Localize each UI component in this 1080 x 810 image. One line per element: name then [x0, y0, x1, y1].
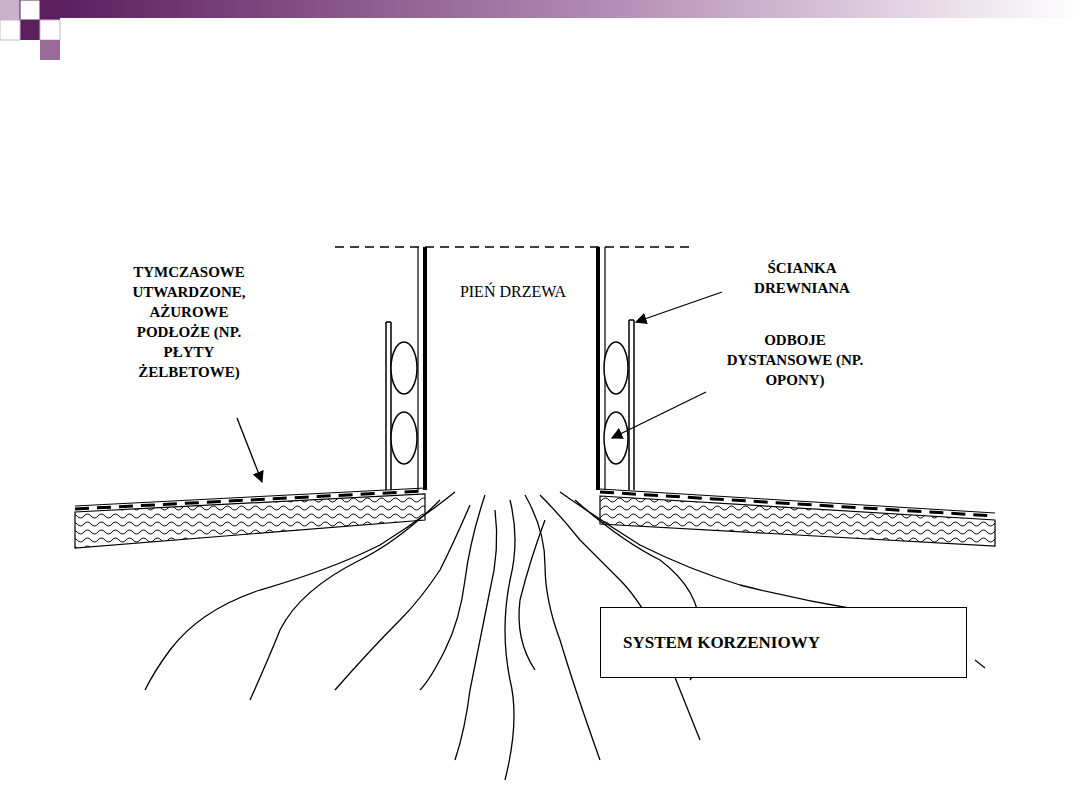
header-bar — [0, 0, 1080, 60]
paved-ground-right — [600, 489, 995, 546]
cut-line — [335, 246, 690, 248]
callout-label: ŚCIANKA DREWNIANA — [722, 258, 882, 298]
trunk-region: PIEŃ DRZEWA — [432, 272, 594, 312]
label-box: SYSTEM KORZENIOWY — [600, 607, 967, 678]
callout-label: TYMCZASOWE UTWARDZONE, AŻUROWE PODŁOŻE (… — [118, 262, 260, 382]
paved-ground-left — [75, 488, 425, 548]
leader-arrows — [237, 292, 722, 482]
tyre-bumpers — [391, 342, 628, 464]
box-label: SYSTEM KORZENIOWY — [623, 633, 944, 653]
trunk-outline — [418, 247, 605, 490]
wooden-wall — [386, 320, 634, 490]
trunk-label: PIEŃ DRZEWA — [436, 283, 590, 301]
root-system — [145, 492, 985, 780]
callout-label: ODBOJE DYSTANSOWE (NP. OPONY) — [720, 330, 870, 390]
